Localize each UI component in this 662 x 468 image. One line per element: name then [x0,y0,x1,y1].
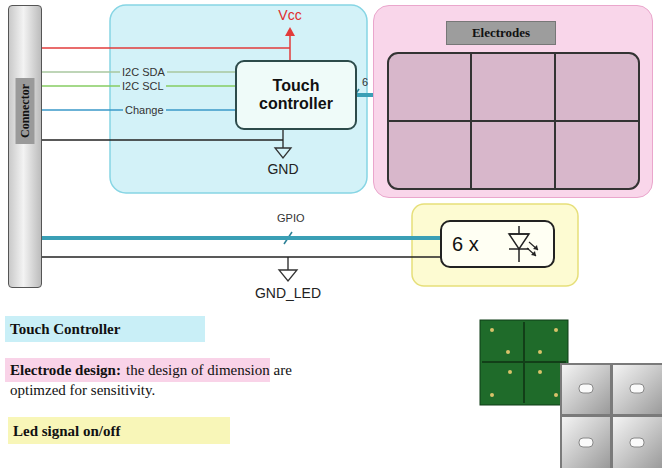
drawing-part [613,417,662,468]
led-panel [412,204,578,286]
signal-name: I2C SCL [120,80,166,93]
drawing-part [562,417,610,468]
led-ray-head [531,251,536,256]
bus-wire [372,93,388,97]
legend-swatch [8,417,230,444]
gnd-led-wire [42,256,440,258]
drawing-part [490,328,494,332]
signal-name: I2C SDA [120,66,167,79]
signal-line [42,85,235,87]
legend-electrode: Electrode design: [10,360,121,380]
legend-swatch [5,358,270,382]
drawing-part [506,350,510,354]
drawing-part [538,370,542,374]
led-ray-head [533,245,538,250]
electrode-divider [470,53,472,189]
electrode-pad [388,53,639,189]
bus-line [42,236,440,240]
vcc-wire [289,34,291,60]
signal-line [42,109,235,111]
vcc-wire [42,47,290,49]
signal-name: GPIO [275,212,307,225]
supply-label: Vcc [278,7,301,24]
drawing-part [579,384,593,393]
electrode-divider [554,53,556,189]
led-count: 6 x [452,233,479,256]
drawing-part [538,350,542,354]
legend-led: Led signal on/off [13,421,121,441]
drawing-part [490,393,494,397]
note-text: the design of dimension are optimzed for… [10,360,294,400]
drawing-part [560,363,662,468]
controller-box: Touch controller [235,60,357,130]
ground-label: GND_LED [255,285,321,302]
bus-line [357,93,373,97]
drawing-part [480,320,568,405]
led-box: 6 x [440,220,555,268]
touch-panel [110,5,367,193]
drawing-part [508,370,512,374]
gnd-wire [42,139,283,140]
pcb-photo [480,320,568,405]
drawing-part [554,328,558,332]
electrode-divider [388,120,639,122]
electrode-grid [387,52,640,190]
led-ray [527,248,536,256]
connector-label: Connector [16,78,35,144]
drawing-part [613,365,662,414]
signal-name: 6 [360,76,370,89]
drawing-part [562,365,610,414]
drawing-part [554,393,558,397]
led-lead [509,233,529,235]
connector-block: Connector [8,5,42,288]
vcc-arrow [285,27,295,36]
led-ray [529,242,538,250]
electrodes-heading: Electrodes [446,21,556,45]
metal-buttons-photo [560,363,662,468]
gnd-wire [282,130,283,148]
legend-swatch [5,316,205,342]
ground-label: GND [267,161,298,178]
controller-label: Touch controller [237,77,355,114]
led-diode [509,234,529,249]
electrode-panel: Electrodes [373,5,653,198]
legend-touch: Touch Controller [10,319,120,339]
ground-symbol [279,270,297,281]
drawing-part [482,361,566,363]
drawing-part [579,438,593,447]
gnd-led-wire [287,257,288,270]
signal-line [42,71,235,73]
signal-name: Change [123,104,166,117]
led-lead [518,226,520,234]
led-symbol [499,223,547,265]
led-lead [518,249,520,262]
ground-symbol [275,148,291,158]
drawing-part [630,438,644,447]
drawing-part [630,384,644,393]
led-bar [509,248,529,250]
